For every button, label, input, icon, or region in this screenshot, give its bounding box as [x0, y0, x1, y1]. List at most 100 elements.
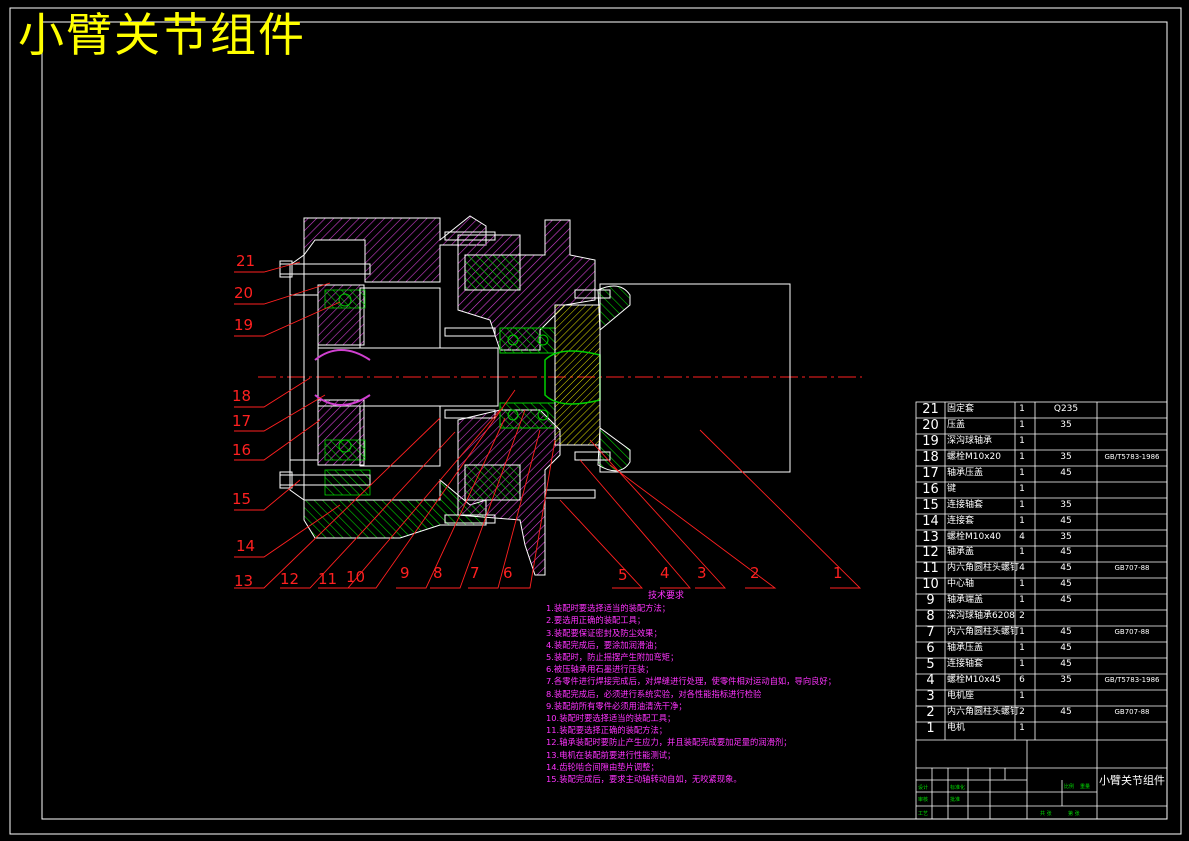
bom-material	[1036, 689, 1096, 705]
callout-13: 13	[234, 572, 254, 590]
bom-material: 35	[1060, 451, 1072, 462]
bom-name: 电机座	[947, 690, 975, 701]
note-item: 5.装配时，防止摇摆产生附加弯矩；	[546, 652, 679, 663]
callout-5: 5	[618, 566, 628, 584]
bom-no: 15	[922, 497, 939, 513]
note-item: 14.齿轮啮合间隙由垫片调整；	[546, 761, 659, 772]
bom-material: 45	[1060, 659, 1072, 669]
bom-material: 35	[1060, 531, 1072, 542]
bom-name: 螺栓M10x45	[947, 674, 1001, 685]
bom-qty: 1	[1019, 722, 1025, 733]
bom-material: 45	[1060, 643, 1072, 654]
note-item: 3.装配要保证密封及防尘效果；	[546, 627, 662, 638]
bom-qty: 1	[1019, 643, 1025, 654]
bom-standard	[1098, 418, 1166, 434]
title-cell: 批准	[950, 797, 961, 803]
bom-row: 8 深沟球轴承6208 2	[916, 609, 1166, 625]
callout-3: 3	[697, 564, 707, 582]
bom-no: 18	[922, 449, 939, 465]
bom-qty: 2	[1019, 611, 1025, 622]
outer-frame	[9, 7, 1182, 835]
bom-no: 17	[922, 465, 939, 481]
bom-no: 21	[922, 402, 939, 417]
bom-name: 深沟球轴承	[947, 435, 993, 446]
bom-material: 45	[1060, 547, 1072, 558]
bom-name: 压盖	[947, 419, 966, 430]
note-item: 11.装配要选择正确的装配方法；	[546, 725, 668, 736]
bom-qty: 1	[1019, 659, 1025, 669]
title-cell: 设计	[918, 785, 929, 791]
bom-no: 2	[926, 704, 935, 720]
bom-qty: 1	[1019, 419, 1025, 430]
note-item: 4.装配完成后，要涂加润滑油；	[546, 639, 662, 650]
bom-qty: 1	[1019, 595, 1025, 606]
bom-row: 5 连接轴套 1 45	[916, 657, 1166, 673]
note-item: 8.装配完成后，必须进行系统实验，对各性能指标进行检验	[546, 688, 762, 699]
callout-18: 18	[232, 387, 252, 405]
bom-name: 内六角圆柱头螺钉	[947, 627, 1019, 638]
callout-17: 17	[232, 412, 252, 430]
bom-standard: GB707-88	[1114, 564, 1150, 573]
bom-standard	[1098, 402, 1166, 418]
notes-title: 技术要求	[647, 591, 684, 601]
bom-no: 8	[926, 609, 935, 625]
bom-material: 45	[1060, 515, 1072, 526]
bom-name: 连接轴套	[947, 499, 984, 510]
bom-standard	[1098, 721, 1166, 737]
motor-body	[599, 283, 791, 473]
bom-no: 10	[922, 577, 939, 593]
note-item: 10.装配时要选择适当的装配工具；	[546, 713, 676, 724]
title-cell: 第 张	[1068, 811, 1080, 817]
left-housing	[289, 215, 487, 539]
title-block-name: 小臂关节组件	[1099, 774, 1165, 787]
callout-8: 8	[433, 564, 443, 582]
note-item: 15.装配完成后，要求主动轴转动自如，无咬紧现象。	[546, 774, 742, 785]
callout-19: 19	[234, 316, 254, 334]
note-item: 7.各零件进行焊接完成后，对焊缝进行处理，使零件相对运动自如，导向良好；	[546, 676, 837, 687]
bom-name: 螺栓M10x20	[947, 451, 1001, 462]
leader-lines	[234, 261, 862, 589]
bom-qty: 4	[1019, 531, 1025, 542]
bom-no: 14	[922, 513, 939, 529]
bom-material: 45	[1060, 595, 1072, 606]
drawing-title: 小臂关节组件	[18, 8, 306, 62]
bom-name: 轴承压盖	[947, 643, 984, 654]
callout-14: 14	[236, 537, 256, 555]
middle-bolts	[444, 231, 596, 524]
title-cell: 审核	[918, 797, 929, 803]
callout-15: 15	[232, 490, 252, 508]
bom-name: 连接轴套	[947, 659, 984, 669]
bom-qty: 6	[1019, 674, 1025, 685]
callout-1: 1	[833, 564, 843, 582]
bearing-pair-center	[499, 327, 556, 429]
callout-7: 7	[470, 564, 480, 582]
bom-name: 轴承端盖	[947, 595, 984, 606]
bom-qty: 1	[1019, 467, 1025, 478]
bom-standard	[1098, 657, 1166, 673]
bom-material: 45	[1060, 563, 1072, 574]
bom-material: Q235	[1053, 404, 1079, 414]
bom-no: 5	[926, 657, 935, 672]
title-cell: 工艺	[918, 811, 929, 817]
callout-16: 16	[232, 441, 252, 459]
bom-qty: 1	[1019, 690, 1025, 701]
note-item: 1.装配时要选择适当的装配方法；	[546, 603, 671, 614]
note-item: 12.轴承装配时要防止产生应力，并且装配完成要加足量的润滑剂；	[546, 737, 792, 748]
bom-name: 深沟球轴承6208	[947, 611, 1015, 622]
bom-qty: 1	[1019, 547, 1025, 558]
bom-no: 12	[922, 545, 939, 561]
note-item: 6.被压轴承用石墨进行压装；	[546, 664, 654, 675]
bom-material: 35	[1060, 419, 1072, 430]
bom-qty: 1	[1019, 483, 1025, 494]
bom-standard	[1098, 577, 1166, 593]
